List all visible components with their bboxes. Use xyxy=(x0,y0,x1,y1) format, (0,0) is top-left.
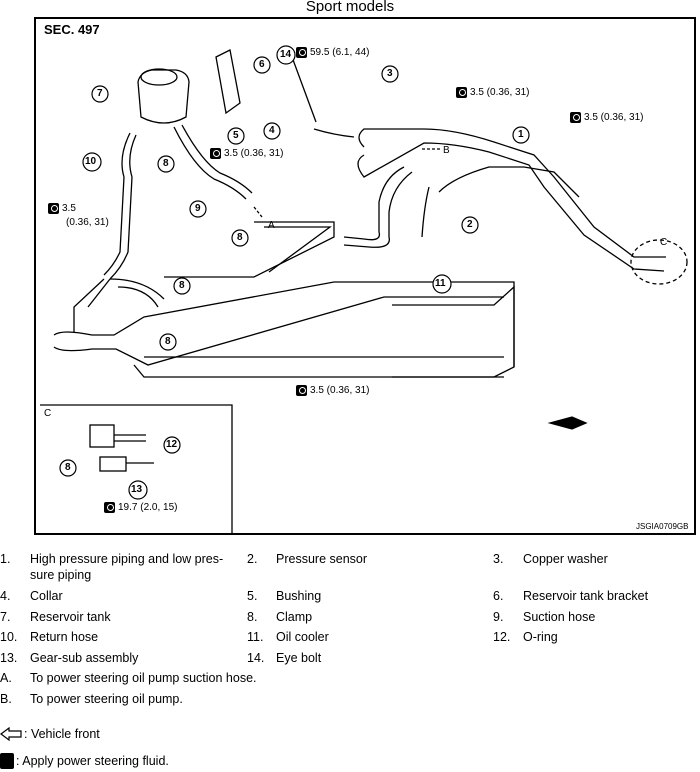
callout-2: 2 xyxy=(467,219,473,230)
callout-1: 1 xyxy=(518,129,524,140)
reservoir-tank-shape xyxy=(137,69,190,124)
callout-6: 6 xyxy=(259,59,265,70)
torque-spec-3: 3.5 (0.36, 31) xyxy=(456,87,529,98)
callout-10: 10 xyxy=(85,156,97,167)
callout-4: 4 xyxy=(269,125,275,136)
torque-spec-11: 3.5 (0.36, 31) xyxy=(296,385,369,396)
callout-9: 9 xyxy=(195,203,201,214)
page-title: Sport models xyxy=(305,0,395,15)
inset-label-C: C xyxy=(44,408,52,419)
torque-spec-5: 3.5 (0.36, 31) xyxy=(210,148,283,159)
piping-diagram xyxy=(40,45,688,533)
torque-icon xyxy=(48,203,59,214)
torque-icon xyxy=(296,47,307,58)
pointer-C: C xyxy=(660,237,668,248)
vehicle-front-arrow-icon xyxy=(0,727,22,741)
torque-icon xyxy=(570,112,581,123)
callout-8a: 8 xyxy=(163,158,169,169)
pointer-B: B xyxy=(443,145,450,156)
callout-5: 5 xyxy=(233,130,239,141)
callout-7: 7 xyxy=(97,88,103,99)
callout-12: 12 xyxy=(166,439,178,450)
torque-spec-1: 3.5 (0.36, 31) xyxy=(570,112,643,123)
callout-11: 11 xyxy=(435,278,446,289)
callout-8b: 8 xyxy=(179,280,185,291)
callout-3: 3 xyxy=(387,68,393,79)
reference-code: JSGIA0709GB xyxy=(636,522,689,531)
callout-13: 13 xyxy=(131,484,143,495)
callout-14: 14 xyxy=(280,49,292,60)
vehicle-front-note: : Vehicle front xyxy=(0,727,100,741)
callout-8d: 8 xyxy=(237,232,243,243)
apply-fluid-note: : Apply power steering fluid. xyxy=(0,753,169,769)
pointer-A: A xyxy=(268,220,275,231)
fluid-can-icon xyxy=(0,753,14,769)
torque-spec-left: 3.5 xyxy=(48,203,76,214)
callout-8e: 8 xyxy=(65,462,71,473)
torque-spec-left-values: (0.36, 31) xyxy=(66,217,109,228)
torque-icon xyxy=(456,87,467,98)
torque-spec-14: 59.5 (6.1, 44) xyxy=(296,47,369,58)
section-label: SEC. 497 xyxy=(44,22,100,37)
torque-icon xyxy=(104,502,115,513)
torque-spec-inset: 19.7 (2.0, 15) xyxy=(104,502,177,513)
torque-icon xyxy=(210,148,221,159)
callout-8c: 8 xyxy=(165,336,171,347)
diagram-frame xyxy=(34,17,696,535)
torque-icon xyxy=(296,385,307,396)
